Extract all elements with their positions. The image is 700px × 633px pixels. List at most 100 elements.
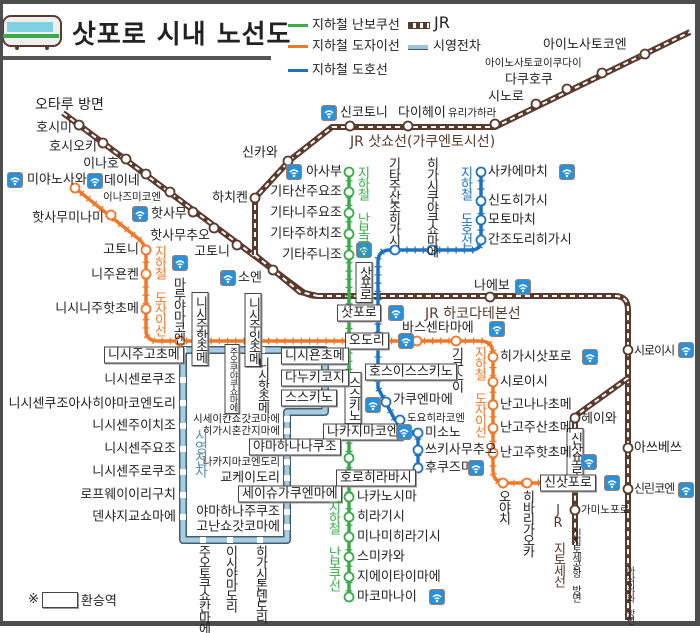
station-marker[interactable] (284, 428, 290, 434)
station-marker[interactable] (343, 186, 355, 198)
station-label[interactable]: 다이헤이 (398, 105, 446, 121)
station-label[interactable]: 기타주하치조 (270, 226, 342, 242)
station-marker[interactable] (343, 531, 355, 543)
station-label[interactable]: 아이노사토쿄이쿠다이 (485, 57, 582, 69)
station-marker[interactable] (140, 244, 152, 256)
station-label[interactable]: 히라기시 (357, 509, 405, 525)
station-label[interactable]: 미소노 (425, 425, 461, 441)
station-label[interactable]: 니시센주요조 (104, 441, 176, 457)
station-label[interactable]: 히가시삿포로 (500, 349, 572, 365)
station-label[interactable]: 히바리가오카 (519, 490, 535, 556)
station-marker[interactable] (69, 182, 81, 194)
station-marker[interactable] (208, 222, 220, 234)
station-label[interactable]: 고난쇼갓코마에 (196, 519, 280, 535)
station-marker[interactable] (487, 376, 499, 388)
station-label[interactable]: 니시센로쿠조 (104, 372, 176, 388)
station-label[interactable]: 난고주산초메 (500, 420, 572, 436)
station-label[interactable]: 난고주핫초메 (500, 445, 572, 461)
station-label[interactable]: 바스센타마에 (402, 320, 474, 336)
transfer-station-label[interactable]: 나카지마코엔 (323, 423, 403, 441)
station-label[interactable]: 덴샤지교쇼마에 (92, 509, 176, 525)
station-marker[interactable] (343, 207, 355, 219)
station-label[interactable]: 이나호 (83, 156, 119, 172)
station-label[interactable]: 야마하나주쿠조 (196, 504, 280, 520)
station-label[interactable]: 호시오키 (49, 139, 97, 155)
station-label[interactable]: 기타주니조 (282, 247, 342, 263)
station-marker[interactable] (200, 537, 206, 543)
station-label[interactable]: 주오토쿠쇼칸마에 (195, 545, 211, 633)
station-marker[interactable] (180, 492, 186, 498)
station-label[interactable]: 기타주산조히가시 (385, 157, 401, 245)
station-marker[interactable] (475, 166, 487, 178)
station-label[interactable]: 로프웨이이리구치 (80, 487, 176, 503)
station-marker[interactable] (389, 244, 401, 256)
station-marker[interactable] (343, 228, 355, 240)
station-label[interactable]: 니시센쿠조아사히야마코엔도리 (8, 396, 176, 412)
station-label[interactable]: 히가시혼간지마에 (202, 425, 280, 437)
station-label[interactable]: 시로이시 (634, 343, 675, 358)
station-marker[interactable] (187, 206, 199, 218)
station-label[interactable]: 아이노사토코엔 (543, 37, 627, 53)
station-marker[interactable] (174, 335, 186, 347)
station-label[interactable]: 데이네 (104, 173, 140, 189)
station-marker[interactable] (487, 447, 499, 459)
station-label[interactable]: 후쿠즈미 (425, 460, 473, 476)
station-marker[interactable] (402, 120, 414, 132)
station-label[interactable]: 시세이칸쇼갓코마에 (193, 413, 280, 425)
station-marker[interactable] (164, 186, 176, 198)
station-marker[interactable] (475, 195, 487, 207)
station-marker[interactable] (487, 351, 499, 363)
station-label[interactable]: 마루야마코엔 (170, 277, 186, 343)
station-marker[interactable] (426, 244, 438, 256)
station-label[interactable]: 가쿠엔마에 (393, 392, 453, 408)
station-label[interactable]: 난고나나초메 (500, 397, 572, 413)
station-marker[interactable] (344, 120, 356, 132)
station-marker[interactable] (380, 396, 392, 408)
station-marker[interactable] (343, 166, 355, 178)
station-marker[interactable] (267, 264, 279, 276)
station-marker[interactable] (489, 118, 501, 130)
station-marker[interactable] (284, 416, 290, 422)
station-marker[interactable] (622, 483, 634, 495)
station-marker[interactable] (561, 83, 573, 95)
station-marker[interactable] (521, 477, 533, 489)
station-marker[interactable] (73, 119, 85, 131)
station-marker[interactable] (475, 234, 487, 246)
transfer-station-label[interactable]: 다누키코지 (281, 369, 349, 387)
station-marker[interactable] (343, 591, 355, 603)
station-label[interactable]: 니시니주핫초메 (55, 301, 139, 317)
station-label[interactable]: 다쿠호쿠 (505, 72, 553, 88)
station-marker[interactable] (231, 239, 243, 251)
station-marker[interactable] (450, 335, 462, 347)
transfer-station-label[interactable]: 신삿포로 (540, 474, 596, 492)
station-label[interactable]: 가미노포로 (581, 504, 630, 516)
station-marker[interactable] (227, 537, 233, 543)
station-label[interactable]: 핫사무 (151, 206, 187, 222)
station-marker[interactable] (487, 422, 499, 434)
station-label[interactable]: 고토니 (103, 242, 139, 258)
station-marker[interactable] (622, 442, 634, 454)
station-marker[interactable] (180, 400, 186, 406)
station-marker[interactable] (284, 459, 290, 465)
station-marker[interactable] (622, 344, 634, 356)
transfer-station-label[interactable]: 주오쿠야쿠쇼마에 (224, 344, 240, 414)
station-label[interactable]: 이나즈미코엔 (103, 191, 161, 203)
station-label[interactable]: 시로이시 (500, 374, 548, 390)
station-label[interactable]: 호시미 (36, 120, 72, 136)
station-label[interactable]: 니시센주로쿠조 (92, 464, 176, 480)
station-marker[interactable] (284, 509, 290, 515)
station-label[interactable]: 소엔 (238, 270, 262, 286)
station-marker[interactable] (180, 469, 186, 475)
station-label[interactable]: 신코토니 (340, 105, 388, 121)
station-marker[interactable] (140, 268, 152, 280)
station-label[interactable]: 히가시쿠야쿠쇼마에 (423, 157, 439, 256)
transfer-station-label[interactable]: 니시욘초메 (281, 347, 349, 365)
station-label[interactable]: 나카노시마 (357, 489, 417, 505)
station-label[interactable]: 이시야마도리 (222, 545, 238, 611)
station-marker[interactable] (284, 475, 290, 481)
station-marker[interactable] (596, 67, 608, 79)
station-label[interactable]: 유리가하라 (448, 107, 497, 119)
station-label[interactable]: 헤이와 (581, 411, 617, 427)
station-label[interactable]: 시노로 (488, 89, 524, 105)
station-marker[interactable] (249, 192, 261, 204)
